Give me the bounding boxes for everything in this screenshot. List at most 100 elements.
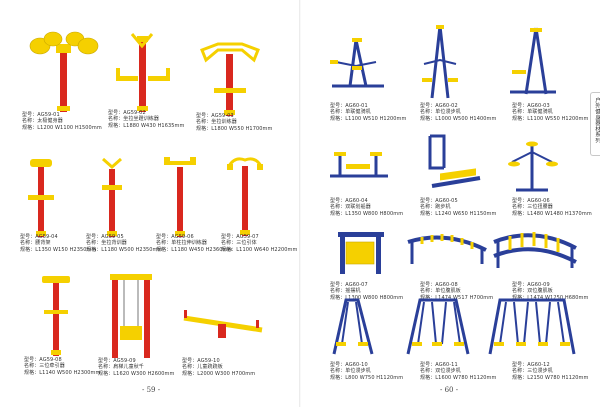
triple-air-walker-image (488, 298, 576, 355)
model-label: 型号：AG60-03 (512, 103, 550, 109)
caption-ag59-10: 型号：AG59-10 名称：儿童跷跷板 规格：L2000 W300 H700mm (182, 358, 255, 377)
caption-ag59-09: 型号：AG59-09 名称：肩梯儿童秋千 规格：L1620 W300 H2600… (98, 358, 175, 377)
model-label: 型号：AG60-06 (512, 198, 550, 204)
section-side-tab-label: 户外健身器材系列 (594, 97, 600, 144)
single-column-stretch-trainer-image (164, 157, 196, 237)
page-number-right: - 60 - (440, 386, 459, 394)
name-label: 名称：三位牵引器 (24, 363, 65, 370)
caption-ag59-04: 型号：AG59-04 名称：腰背架 规格：L1350 W150 H2350mm (20, 234, 97, 253)
right-page (300, 0, 600, 407)
spec-label: 规格：L1300 W800 H800mm (330, 294, 404, 301)
spec-label: 规格：L1620 W300 H2600mm (98, 370, 175, 377)
double-ab-board-image (493, 232, 577, 268)
caption-ag59-05: 型号：AG59-05 名称：坐拉背训器 规格：L1180 W500 H2350m… (86, 234, 163, 253)
single-rider-image (510, 27, 556, 95)
three-position-waist-twister-image (508, 141, 558, 192)
spec-label: 规格：L1140 W500 H2300mm (24, 369, 101, 376)
spec-label: 规格：L1880 W430 H1635mm (108, 122, 185, 129)
spec-label: 规格：L1180 W500 H2350mm (86, 246, 163, 253)
spec-label: 规格：L2150 W780 H1120mm (512, 374, 589, 381)
name-label: 名称：单联健骑机 (512, 109, 553, 116)
seated-pull-trainer-image (200, 42, 260, 116)
name-label: 名称：单位漫步机 (420, 109, 461, 116)
name-label: 名称：跑步机 (420, 204, 451, 211)
spec-label: 规格：L1480 W1480 H1370mm (512, 210, 592, 217)
name-label: 名称：单位漫步机 (330, 368, 371, 375)
caption-ag60-09: 型号：AG60-09 名称：双位腹肌板 规格：L1474 W1250 H680m… (512, 282, 589, 301)
name-label: 名称：太极健身器 (22, 118, 63, 125)
tai-chi-trainer-image (29, 31, 99, 112)
model-label: 型号：AG59-06 (156, 234, 194, 240)
double-rowing-machine-image (330, 152, 388, 178)
double-air-walker-image (406, 298, 470, 355)
name-label: 名称：单柱拉伸训练器 (156, 240, 208, 247)
seated-back-trainer-image (102, 157, 122, 237)
caption-ag60-06: 型号：AG60-06 名称：三位扭腰器 规格：L1480 W1480 H1370… (512, 198, 592, 217)
spec-label: 规格：L1100 W640 H2200mm (221, 246, 298, 253)
name-label: 名称：肩梯儿童秋千 (98, 364, 144, 371)
caption-ag60-12: 型号：AG60-12 名称：三位漫步机 规格：L2150 W780 H1120m… (512, 362, 589, 381)
model-label: 型号：AG60-04 (330, 198, 368, 204)
caption-ag59-07: 型号：AG59-07 名称：三位引体 规格：L1100 W640 H2200mm (221, 234, 298, 253)
three-position-pull-up-image (227, 157, 263, 236)
name-label: 名称：腰背架 (20, 240, 51, 247)
caption-ag60-11: 型号：AG60-11 名称：双位漫步机 规格：L1600 W780 H1120m… (420, 362, 497, 381)
model-label: 型号：AG60-09 (512, 282, 550, 288)
caption-ag60-03: 型号：AG60-03 名称：单联健骑机 规格：L1100 W550 H1200m… (512, 103, 589, 122)
name-label: 名称：单联健骑机 (330, 109, 371, 116)
model-label: 型号：AG59-04 (20, 234, 58, 240)
caption-ag59-02: 型号：AG59-02 名称：坐拉坐蹬训练器 规格：L1880 W430 H163… (108, 110, 185, 129)
model-label: 型号：AG59-10 (182, 358, 220, 364)
model-label: 型号：AG60-02 (420, 103, 458, 109)
name-label: 名称：双位漫步机 (420, 368, 461, 375)
spec-label: 规格：L1000 W500 H1400mm (420, 115, 497, 122)
caption-ag60-05: 型号：AG60-05 名称：跑步机 规格：L1240 W650 H1150mm (420, 198, 497, 217)
spec-label: 规格：L1100 W550 H1200mm (512, 115, 589, 122)
caption-ag60-01: 型号：AG60-01 名称：单联健骑机 规格：L1100 W510 H1200m… (330, 103, 407, 122)
spec-label: 规格：L1474 W1250 H680mm (512, 294, 589, 301)
spec-label: 规格：L1474 W517 H700mm (420, 294, 494, 301)
model-label: 型号：AG59-08 (24, 357, 62, 363)
model-label: 型号：AG59-02 (108, 110, 146, 116)
waist-back-rack-image (28, 159, 54, 237)
page-number-left: - 59 - (142, 386, 161, 394)
name-label: 名称：双联划船器 (330, 204, 371, 211)
spec-label: 规格：L1180 W450 H2360mm (156, 246, 233, 253)
spec-label: 规格：L1100 W510 H1200mm (330, 115, 407, 122)
three-position-traction-image (42, 276, 70, 356)
section-side-tab: 户外健身器材系列 (590, 92, 600, 156)
spec-label: 规格：L1200 W1100 H1500mm (22, 124, 102, 131)
caption-ag59-01: 型号：AG59-01 名称：太极健身器 规格：L1200 W1100 H1500… (22, 112, 102, 131)
model-label: 型号：AG60-07 (330, 282, 368, 288)
name-label: 名称：坐拉背训器 (86, 240, 127, 247)
single-air-walker-image (332, 298, 374, 355)
caption-ag59-08: 型号：AG59-08 名称：三位牵引器 规格：L1140 W500 H2300m… (24, 357, 101, 376)
caption-ag60-04: 型号：AG60-04 名称：双联划船器 规格：L1350 W800 H800mm (330, 198, 403, 217)
seated-push-pull-trainer-image (116, 33, 170, 112)
children-swing-image (110, 274, 152, 358)
name-label: 名称：坐拉坐蹬训练器 (108, 116, 160, 123)
model-label: 型号：AG59-03 (196, 113, 234, 119)
spec-label: 规格：L1800 W550 H1700mm (196, 125, 273, 132)
name-label: 名称：三位漫步机 (512, 368, 553, 375)
model-label: 型号：AG60-10 (330, 362, 368, 368)
model-label: 型号：AG60-11 (420, 362, 458, 368)
single-ab-board-image (407, 234, 487, 264)
spec-label: 规格：L800 W750 H1120mm (330, 374, 404, 381)
spec-label: 规格：L1350 W150 H2350mm (20, 246, 97, 253)
name-label: 名称：三位引体 (221, 240, 257, 247)
spec-label: 规格：L2000 W300 H700mm (182, 370, 256, 377)
model-label: 型号：AG60-08 (420, 282, 458, 288)
name-label: 名称：三位扭腰器 (512, 204, 553, 211)
single-rider-image (330, 38, 384, 88)
name-label: 名称：摇摆机 (330, 288, 361, 295)
model-label: 型号：AG59-05 (86, 234, 124, 240)
caption-ag60-10: 型号：AG60-10 名称：单位漫步机 规格：L800 W750 H1120mm (330, 362, 403, 381)
swing-machine-image (338, 232, 384, 274)
name-label: 名称：坐拉训练器 (196, 119, 237, 126)
model-label: 型号：AG60-12 (512, 362, 550, 368)
spec-label: 规格：L1240 W650 H1150mm (420, 210, 497, 217)
caption-ag60-07: 型号：AG60-07 名称：摇摆机 规格：L1300 W800 H800mm (330, 282, 403, 301)
model-label: 型号：AG59-01 (22, 112, 60, 118)
model-label: 型号：AG60-01 (330, 103, 368, 109)
